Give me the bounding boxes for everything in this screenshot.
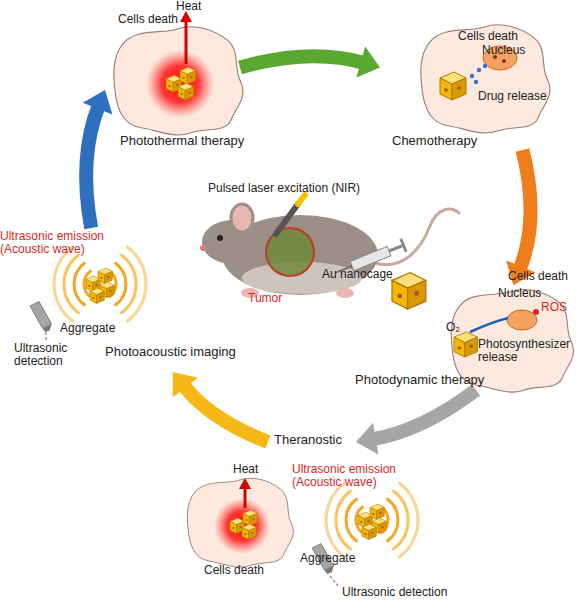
- syringe-cap: [399, 238, 407, 252]
- annotation-label: Ultrasonic detection: [342, 586, 492, 599]
- arrow-shaft: [373, 390, 476, 439]
- ros-dot: [533, 309, 539, 315]
- detection-arrow: [330, 576, 338, 586]
- arrowhead: [356, 423, 378, 455]
- stage-title: Photodynamic therapy: [355, 372, 484, 387]
- nanocage: [98, 268, 112, 283]
- nanocage: [440, 72, 466, 100]
- arrowhead: [173, 372, 198, 398]
- annotation-label: Tumor: [248, 292, 308, 305]
- nanocage: [242, 524, 256, 539]
- stage-title: Photoacoustic imaging: [105, 344, 236, 359]
- mouse-eye: [217, 235, 223, 241]
- cycle-arrow: [240, 47, 380, 78]
- photoacoustic-illustration: [30, 247, 146, 342]
- stage-title: Theranostic: [274, 432, 342, 447]
- acoustic-waves: [326, 483, 418, 557]
- nanocage: [243, 510, 257, 525]
- stage-region: Theranostic: [268, 428, 356, 456]
- syringe-plunger: [389, 246, 402, 251]
- annotation-label: Nucleus: [498, 287, 558, 300]
- annotation-label: ROS: [541, 301, 581, 314]
- annotation-label: Ultrasonic detection: [14, 342, 90, 368]
- detection-arrow: [45, 332, 47, 342]
- annotation-label: Aggregate: [60, 322, 140, 335]
- cell-shape: [421, 25, 550, 133]
- arrowhead: [356, 47, 380, 78]
- nanocage: [90, 288, 104, 303]
- heat-arrow: [185, 20, 188, 64]
- arrow-shaft: [86, 106, 99, 228]
- annotation-label: Nucleus: [482, 44, 562, 57]
- cell-shape: [187, 478, 293, 567]
- annotation-label: Cells death: [118, 13, 208, 26]
- annotation-label: Cells death: [458, 30, 548, 43]
- heat-arrowhead: [239, 478, 251, 489]
- annotation-label: Cells death: [508, 270, 582, 283]
- laser-tip: [298, 195, 305, 204]
- annotation-label: Heat: [176, 0, 236, 13]
- cycle-arrow: [173, 372, 268, 442]
- drug-dot: [474, 80, 478, 84]
- tumor-site: [266, 228, 314, 276]
- arrowhead: [83, 90, 113, 115]
- nanocage: [370, 504, 384, 519]
- drug-dot: [483, 64, 487, 68]
- mouse-nose: [200, 245, 206, 251]
- annotation-label: O₂: [446, 321, 476, 334]
- annotation-label: Heat: [233, 463, 283, 476]
- photothermal-cell: [114, 11, 243, 135]
- ultrasound-probe: [30, 302, 52, 333]
- annotation-label: Photosynthesizer release: [478, 338, 574, 364]
- heat-glow: [214, 498, 270, 554]
- nanocage: [180, 67, 196, 84]
- annotation-label: Pulsed laser excitation (NIR): [208, 182, 398, 195]
- annotation-label: Cells death: [204, 564, 294, 577]
- cell-shape: [114, 27, 243, 135]
- arrow-shaft: [183, 385, 268, 442]
- stage-title: Photothermal therapy: [120, 133, 244, 148]
- annotation-label: Ultrasonic emission (Acoustic wave): [0, 230, 122, 256]
- nanocage: [362, 524, 376, 539]
- stage-region: Chemotherapy: [380, 0, 570, 150]
- heat-glow: [146, 50, 214, 118]
- heat-arrow: [244, 486, 247, 508]
- syringe-barrel: [350, 246, 391, 270]
- nanocage: [392, 273, 426, 309]
- nanocage: [454, 332, 477, 357]
- acoustic-waves: [54, 247, 146, 321]
- drug-dot: [470, 74, 474, 78]
- cycle-arrow: [506, 150, 536, 285]
- cycle-arrow: [356, 390, 476, 454]
- nucleus-dot: [502, 59, 506, 63]
- nanocage: [178, 83, 194, 100]
- annotation-label: Ultrasonic emission (Acoustic wave): [292, 463, 442, 489]
- mouse-illustration: [200, 195, 460, 309]
- arrow-shaft: [520, 150, 531, 269]
- stage-title: Chemotherapy: [392, 133, 477, 148]
- oxygen-arrow: [470, 318, 508, 332]
- annotation-label: Aggregate: [300, 552, 380, 565]
- nucleus-shape: [507, 310, 537, 330]
- mouse-leg: [336, 288, 354, 298]
- annotation-label: Drug release: [478, 90, 568, 103]
- chemotherapy-cell: [421, 25, 550, 133]
- laser-pen: [276, 204, 298, 234]
- cycle-arrow: [83, 90, 113, 228]
- mouse-ear: [231, 204, 253, 232]
- drug-dot: [477, 68, 481, 72]
- arrow-shaft: [240, 56, 364, 67]
- theranostic-illustration: [187, 478, 418, 586]
- annotation-label: Au nanocage: [322, 268, 412, 281]
